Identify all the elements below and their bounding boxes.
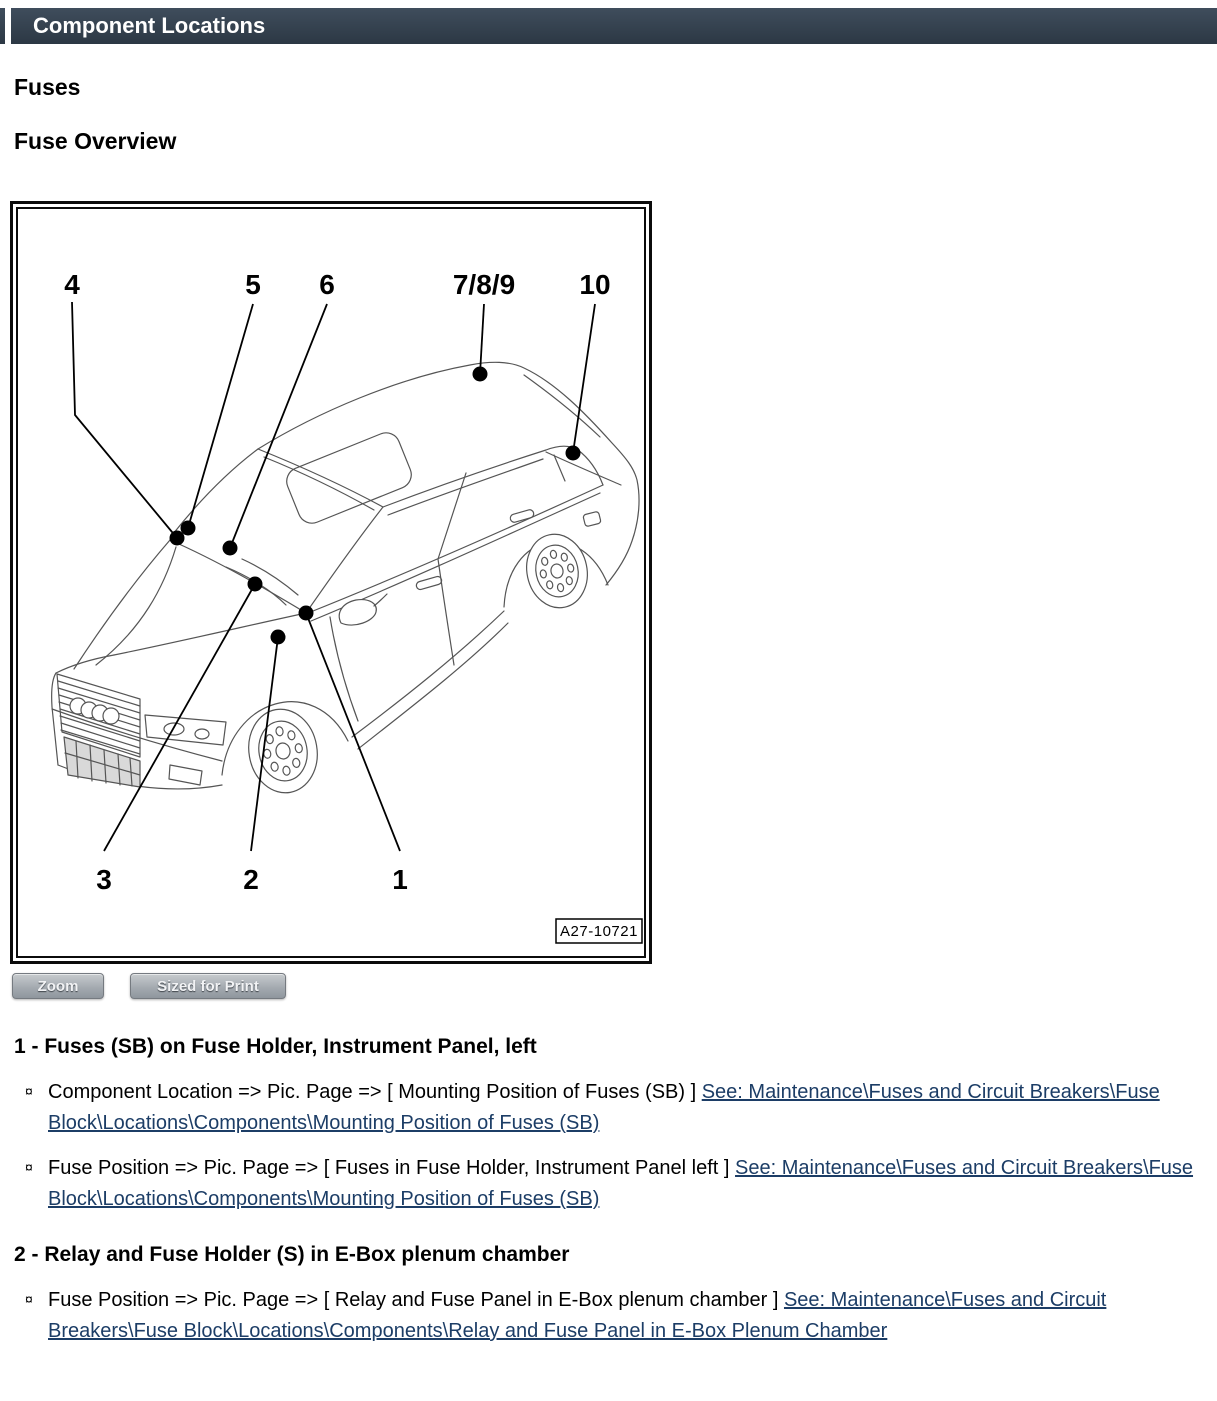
car-fuse-location-diagram: 4 5 6 7/8/9 10 3 2 1 A27-10721 (18, 209, 644, 956)
bullet-marker: ¤ (25, 1083, 33, 1099)
bullet-marker: ¤ (25, 1159, 33, 1175)
list-item: ¤ Fuse Position => Pic. Page => [ Fuses … (25, 1153, 1205, 1215)
see-maintenance-link[interactable]: See: Maintenance\Fuses and Circuit Break… (48, 1081, 1160, 1134)
callout-label-3: 3 (96, 864, 112, 895)
fuse-position-entry: Fuse Position => Pic. Page => [ Fuses in… (48, 1153, 1205, 1215)
fuse-position-entry: Fuse Position => Pic. Page => [ Relay an… (48, 1285, 1205, 1347)
page-heading-fuses: Fuses (14, 74, 81, 100)
rear-door-handle (509, 509, 535, 523)
item-text: Fuse Position => Pic. Page => [ Relay an… (48, 1289, 784, 1311)
callout-label-4: 4 (64, 269, 80, 300)
list-item: ¤ Fuse Position => Pic. Page => [ Relay … (25, 1285, 1205, 1347)
item-2-heading: 2 - Relay and Fuse Holder (S) in E-Box p… (14, 1243, 570, 1266)
figure-frame: 4 5 6 7/8/9 10 3 2 1 A27-10721 (10, 201, 652, 964)
figure-buttons-row: Zoom Sized for Print (12, 973, 1217, 999)
header-bar-stub (0, 8, 5, 44)
section-header-title: Component Locations (33, 13, 266, 38)
front-door-handle (415, 575, 443, 591)
rear-wheel (526, 533, 588, 609)
side-mirror (338, 599, 377, 626)
callout-label-10: 10 (579, 269, 610, 300)
audi-rings-icon (69, 697, 120, 725)
figure-inner-border: 4 5 6 7/8/9 10 3 2 1 A27-10721 (16, 207, 646, 958)
callout-label-6: 6 (319, 269, 335, 300)
figure-id-text: A27-10721 (560, 923, 638, 940)
callout-label-1: 1 (392, 864, 408, 895)
zoom-button[interactable]: Zoom (12, 973, 104, 999)
section-header-row: Component Locations (0, 8, 1217, 44)
manual-page: Component Locations Fuses Fuse Overview (0, 8, 1217, 1347)
figure-id-label: A27-10721 (555, 918, 643, 944)
callout-dots (169, 366, 581, 645)
item-1-heading: 1 - Fuses (SB) on Fuse Holder, Instrumen… (14, 1035, 537, 1058)
sized-for-print-button[interactable]: Sized for Print (130, 973, 286, 999)
item-text: Fuse Position => Pic. Page => [ Fuses in… (48, 1157, 736, 1179)
callout-label-5: 5 (245, 269, 261, 300)
front-wheel (248, 708, 318, 794)
page-heading-fuse-overview: Fuse Overview (14, 128, 177, 154)
callout-label-2: 2 (243, 864, 259, 895)
list-item: ¤ Component Location => Pic. Page => [ M… (25, 1077, 1205, 1139)
component-location-entry: Component Location => Pic. Page => [ Mou… (48, 1077, 1205, 1139)
callout-label-789: 7/8/9 (453, 269, 515, 300)
car-body-art (51, 361, 640, 794)
section-header-bar: Component Locations (11, 8, 1217, 44)
see-maintenance-link[interactable]: See: Maintenance\Fuses and Circuit Break… (48, 1157, 1194, 1210)
bullet-marker: ¤ (25, 1291, 33, 1307)
see-maintenance-link[interactable]: See: Maintenance\Fuses and Circuit Break… (48, 1289, 1107, 1342)
fuel-door (582, 511, 602, 527)
item-text: Component Location => Pic. Page => [ Mou… (48, 1081, 702, 1103)
component-list: 1 - Fuses (SB) on Fuse Holder, Instrumen… (14, 1035, 1205, 1347)
callout-leader-lines (71, 301, 596, 852)
